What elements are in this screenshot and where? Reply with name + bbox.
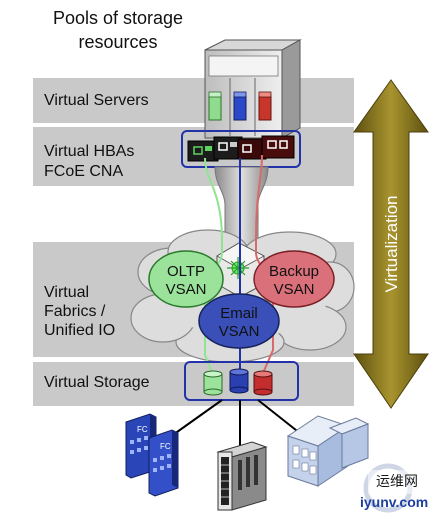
title-line-1: Pools of storage xyxy=(52,8,184,28)
email-vsan-label-1: Email xyxy=(220,305,258,322)
watermark-brand: iyunv.com xyxy=(360,494,428,510)
oltp-vsan-label-2: VSAN xyxy=(166,281,207,298)
hba-card-blue xyxy=(213,136,243,160)
oltp-vsan-label-1: OLTP xyxy=(167,263,205,280)
backup-vsan-label-2: VSAN xyxy=(274,281,315,298)
fc-label-2: FC xyxy=(160,442,171,451)
vm-icon-blue xyxy=(233,91,247,121)
email-vsan-label-2: VSAN xyxy=(219,323,260,340)
link-fc-array xyxy=(169,399,223,438)
label-virtual-hbas-1: Virtual HBAs xyxy=(44,143,135,160)
nas-array-icon xyxy=(286,415,370,487)
watermark-logo: 运维网 iyunv.com xyxy=(360,463,439,513)
fc-label-1: FC xyxy=(137,425,148,434)
label-virtual-hbas-2: FCoE CNA xyxy=(44,163,124,180)
label-virtual-fabrics-2: Fabrics / xyxy=(44,303,106,320)
virtualization-arrow-icon xyxy=(353,79,429,409)
storage-cylinder-green xyxy=(203,370,223,396)
hba-card-dark-red xyxy=(261,135,295,159)
vm-icon-red xyxy=(258,91,272,121)
disk-shelf-icon xyxy=(216,441,268,511)
backup-vsan-ellipse xyxy=(253,250,335,308)
storage-group-outline xyxy=(184,361,299,401)
server-chassis xyxy=(204,39,302,139)
title-line-2: resources xyxy=(78,32,158,52)
fc-storage-array-icon: FC FC xyxy=(125,413,179,497)
backup-vsan-label-1: Backup xyxy=(269,263,319,280)
label-virtual-fabrics-1: Virtual xyxy=(44,284,90,301)
virtualization-label: Virtualization xyxy=(382,195,401,292)
vm-icon-green xyxy=(208,91,222,121)
watermark-cn: 运维网 xyxy=(376,474,418,490)
label-virtual-fabrics-3: Unified IO xyxy=(44,322,116,339)
email-vsan-ellipse xyxy=(198,293,280,349)
page-title: Pools of storage resources xyxy=(28,6,208,54)
label-virtual-storage: Virtual Storage xyxy=(44,374,150,391)
label-virtual-servers: Virtual Servers xyxy=(44,92,149,109)
storage-cylinder-red xyxy=(253,370,273,396)
storage-cylinder-blue xyxy=(229,368,249,394)
band-virtual-storage xyxy=(33,362,354,406)
oltp-vsan-ellipse xyxy=(148,250,224,308)
